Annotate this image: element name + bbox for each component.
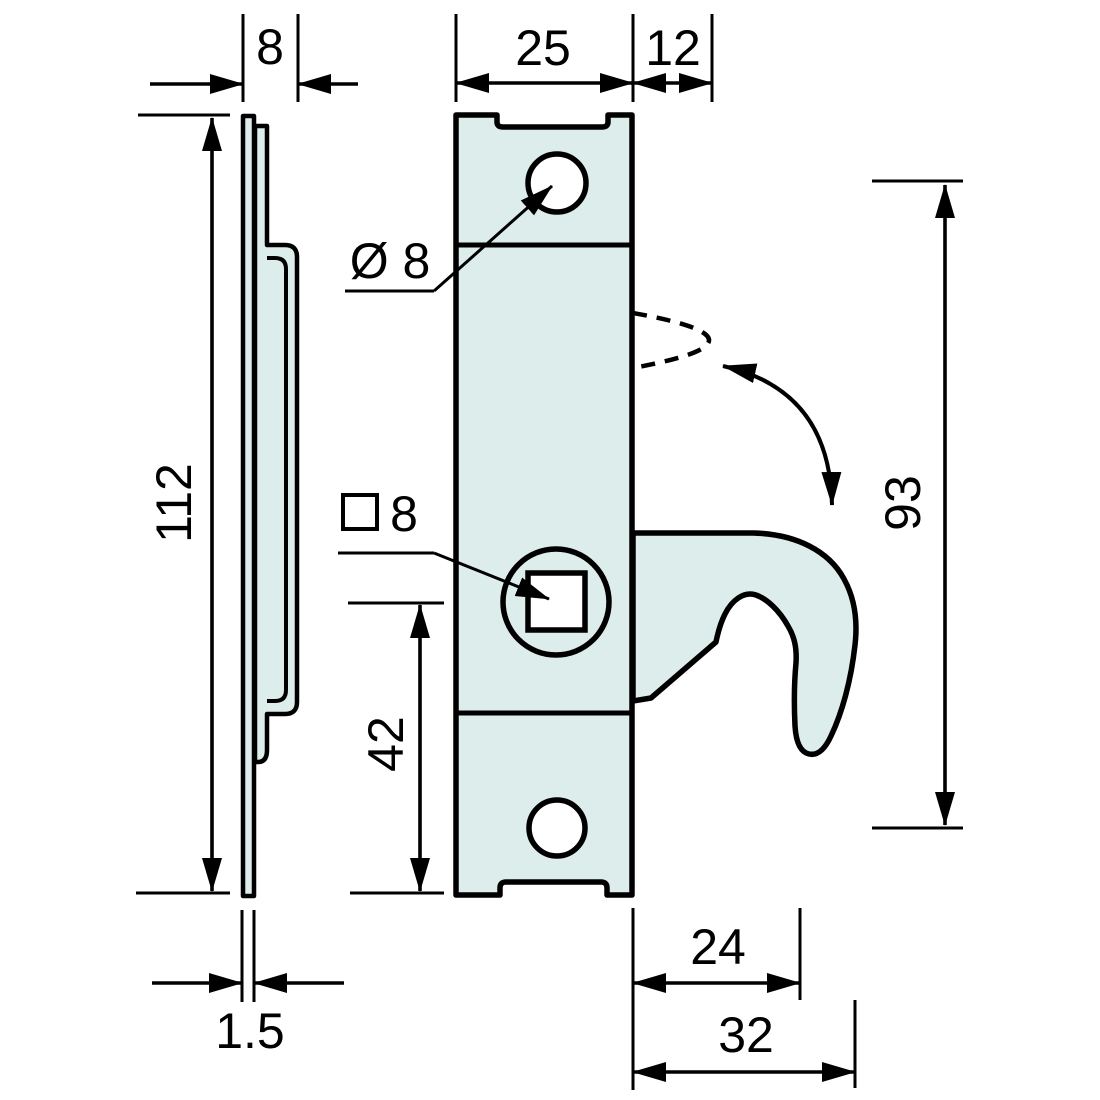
callout-square-hole: 8 — [338, 486, 550, 601]
dim-label-retracted-offset: 12 — [645, 20, 701, 76]
dimension-plate-width: 25 12 — [454, 14, 714, 102]
front-view — [453, 112, 859, 898]
side-view — [240, 113, 300, 899]
round-hole-top — [525, 151, 589, 215]
dimension-hook-swing-height: 93 — [872, 179, 963, 830]
hook-retracted-dashed-outline — [632, 310, 711, 371]
dim-label-plate-height: 112 — [146, 463, 202, 543]
callout-leader-arrow — [433, 551, 550, 601]
callout-round-hole: Ø 8 — [345, 184, 553, 293]
front-plate — [453, 112, 635, 898]
dim-label-hook-outer-reach: 32 — [718, 1007, 774, 1063]
dimension-hook-reach: 24 32 — [631, 908, 857, 1090]
dim-label-profile-depth: 8 — [256, 19, 284, 75]
hook-rotation-arrow — [722, 363, 842, 506]
dimension-square-hole-to-bottom: 42 — [348, 601, 444, 895]
latch-hook — [630, 530, 859, 758]
side-view-mounting-plate — [240, 113, 257, 899]
side-view-bracket — [252, 123, 300, 765]
dim-label-hook-tip-reach: 24 — [690, 919, 746, 975]
dimension-profile-depth: 8 — [150, 14, 358, 102]
callout-label-square-hole: 8 — [390, 486, 418, 542]
callout-label-round-hole: Ø 8 — [350, 233, 431, 289]
callout-leader-arrow — [433, 184, 553, 293]
dimension-plate-height: 112 — [136, 113, 230, 895]
square-hole-boss-circle — [500, 546, 612, 658]
square-spindle-hole — [525, 570, 588, 633]
dim-label-square-to-bottom: 42 — [358, 716, 414, 772]
dim-label-plate-width: 25 — [515, 20, 571, 76]
square-symbol-icon — [341, 493, 379, 531]
round-hole-bottom — [526, 797, 588, 859]
dim-label-plate-thickness: 1.5 — [215, 1003, 285, 1059]
dimension-plate-thickness: 1.5 — [152, 910, 344, 1059]
dim-label-swing-height: 93 — [875, 475, 931, 531]
side-view-bracket-inner-edge — [267, 256, 288, 703]
